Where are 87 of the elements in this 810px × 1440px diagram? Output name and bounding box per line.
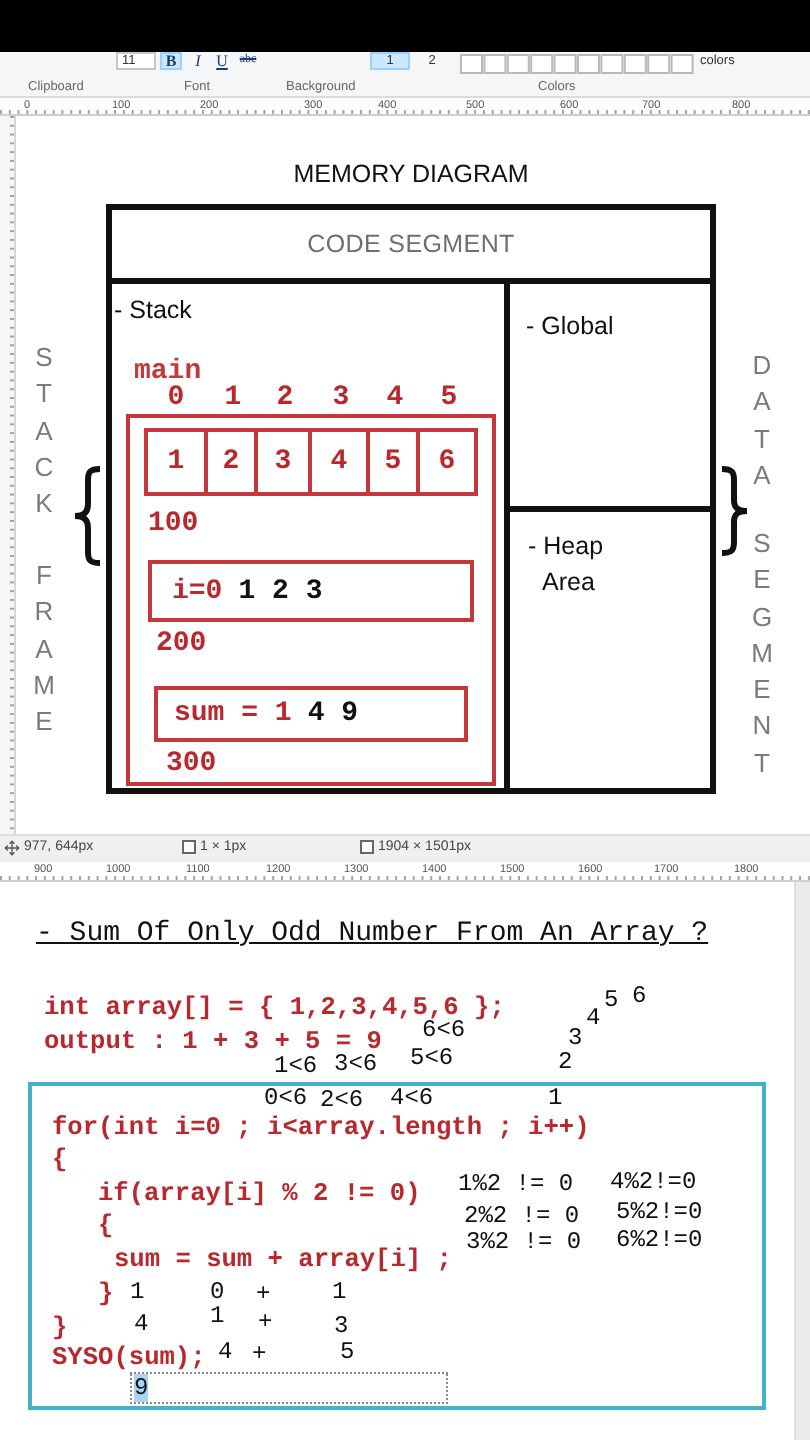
- memory-address: 200: [156, 630, 207, 658]
- array-cell: [144, 428, 208, 496]
- handwritten-note: 1: [130, 1282, 145, 1304]
- handwritten-note: 2%2 != 0: [464, 1206, 580, 1228]
- array-index: 4: [386, 386, 404, 412]
- array-index: 5: [440, 386, 458, 412]
- array-cell: [258, 428, 312, 496]
- array-cell: [208, 428, 258, 496]
- region-label: - Global: [526, 310, 614, 344]
- handwritten-note: 3<6: [334, 1054, 378, 1076]
- handwritten-note: 1: [210, 1306, 225, 1328]
- array-index: 2: [276, 386, 294, 412]
- segment-title: CODE SEGMENT: [307, 229, 515, 259]
- code-line: for(int i=0 ; i<array.length ; i++): [52, 1114, 590, 1140]
- handwritten-note: 6: [632, 986, 647, 1008]
- array-cell: [420, 428, 478, 496]
- vertical-label: FRAME: [31, 558, 57, 741]
- handwritten-note: 4<6: [390, 1088, 434, 1110]
- handwritten-note: 6%2!=0: [616, 1230, 703, 1252]
- format-button: U: [214, 52, 230, 70]
- code-line: output : 1 + 3 + 5 = 9: [44, 1028, 382, 1054]
- vertical-label: STACK: [32, 340, 56, 523]
- array-value: 5: [384, 448, 402, 476]
- handwritten-note: 5%2!=0: [616, 1202, 703, 1224]
- array-value: 2: [222, 448, 240, 476]
- variable-label: sum = 1: [174, 700, 292, 728]
- array-value: 6: [438, 448, 456, 476]
- handwritten-note: 5<6: [410, 1048, 454, 1070]
- handwritten-values: 4 9: [307, 700, 359, 728]
- vertical-label: SEGMENT: [749, 526, 775, 782]
- question-heading: - Sum Of Only Odd Number From An Array ?: [36, 918, 709, 950]
- handwritten-values: 1 2 3: [238, 577, 323, 605]
- code-line: }: [52, 1314, 68, 1340]
- handwritten-note: 3%2 != 0: [466, 1232, 582, 1254]
- memory-address: 100: [148, 510, 199, 538]
- handwritten-note: 2<6: [320, 1090, 364, 1112]
- handwritten-note: 5: [340, 1342, 355, 1364]
- text-input-box: 9: [130, 1372, 448, 1404]
- code-line: SYSO(sum);: [52, 1344, 206, 1370]
- array-value: 1: [167, 448, 185, 476]
- heap-region: [510, 506, 716, 794]
- handwritten-note: 4: [134, 1314, 149, 1336]
- variable-box: [148, 560, 474, 622]
- format-button: I: [190, 52, 206, 70]
- handwritten-note: +: [258, 1312, 273, 1334]
- vertical-label: DATA: [750, 348, 774, 494]
- handwritten-note: 4: [586, 1008, 601, 1030]
- handwritten-note: 4%2!=0: [610, 1172, 697, 1194]
- handwritten-note: 1%2 != 0: [458, 1174, 574, 1196]
- handwritten-note: 4: [218, 1342, 233, 1364]
- frame-name: main: [134, 358, 202, 386]
- handwritten-note: +: [252, 1344, 267, 1366]
- region-label: - Stack: [114, 294, 192, 328]
- handwritten-note: 1<6: [274, 1056, 318, 1078]
- format-button: B: [160, 52, 182, 70]
- handwritten-note: 1: [332, 1282, 347, 1304]
- code-line: }: [98, 1280, 114, 1306]
- handwritten-note: 1: [548, 1088, 563, 1110]
- diagram-title: MEMORY DIAGRAM: [293, 160, 529, 190]
- array-index: 3: [332, 386, 350, 412]
- memory-segment: [106, 204, 716, 284]
- handwritten-note: 2: [558, 1052, 573, 1074]
- region-label: - Heap Area: [528, 530, 606, 600]
- array-cell: [370, 428, 420, 496]
- code-line: {: [52, 1146, 68, 1172]
- handwritten-note: 5: [604, 990, 619, 1012]
- array-value: 4: [330, 448, 348, 476]
- handwritten-note: 3: [334, 1316, 349, 1338]
- handwritten-note: 6<6: [422, 1020, 466, 1042]
- variable-label: i=0: [172, 577, 223, 605]
- code-panel: [28, 1082, 766, 1410]
- array-value: 3: [274, 448, 292, 476]
- code-line: {: [98, 1212, 114, 1238]
- handwritten-note: 0<6: [264, 1088, 308, 1110]
- code-line: sum = sum + array[i] ;: [114, 1246, 452, 1272]
- array-index: 1: [224, 386, 242, 412]
- handwritten-note: 0: [210, 1282, 225, 1304]
- stack-region: [106, 284, 510, 794]
- handwritten-note: 3: [568, 1028, 583, 1050]
- variable-box: [154, 686, 468, 742]
- memory-address: 300: [166, 750, 217, 778]
- code-line: if(array[i] % 2 != 0): [98, 1180, 421, 1206]
- array-index: 0: [167, 386, 185, 412]
- stack-frame: [126, 358, 496, 786]
- array-cell: [312, 428, 370, 496]
- handwritten-note: +: [256, 1284, 271, 1306]
- code-line: int array[] = { 1,2,3,4,5,6 };: [44, 994, 505, 1020]
